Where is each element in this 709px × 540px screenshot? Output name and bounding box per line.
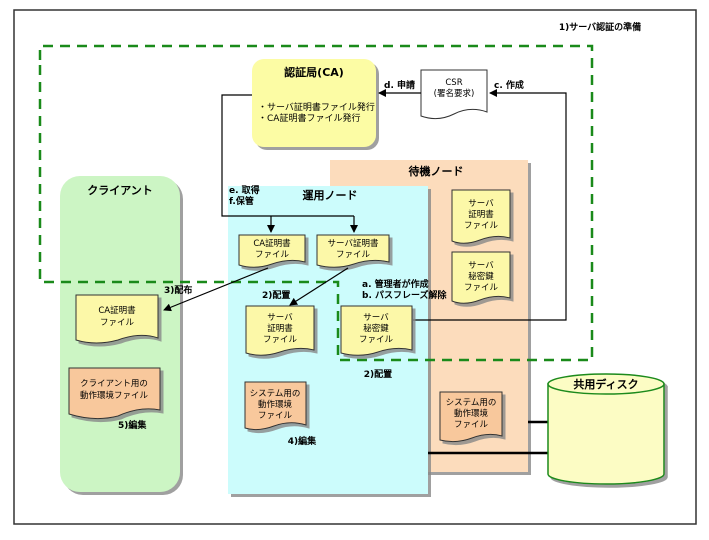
shared-disk (547, 373, 665, 485)
csr-line-2: (署名要求) (434, 88, 475, 99)
step-e-label: e. 取得 (229, 184, 260, 196)
ca-line-1: ・サーバ証明書ファイル発行 (258, 101, 375, 113)
arrow-distribute (163, 267, 269, 312)
active-node-title: 運用ノード (303, 189, 358, 202)
standby-server-key-line-2: 秘密鍵 (468, 271, 494, 282)
standby-server-cert-line-2: 証明書 (468, 209, 494, 220)
active-server-key-line-3: ファイル (359, 335, 394, 345)
client-ca-cert-line-2: ファイル (100, 318, 135, 328)
standby-env-file-line-3: ファイル (454, 420, 489, 430)
ca-title: 認証局(CA) (284, 65, 344, 79)
active-server-cert-doc (245, 305, 315, 356)
step-deploy-2-label: 2)配置 (364, 369, 392, 380)
standby-node-title: 待機ノード (408, 164, 464, 178)
active-server-key-line-2: 秘密鍵 (363, 323, 389, 334)
step-d-label: d. 申請 (384, 79, 415, 91)
standby-server-cert-line-3: ファイル (464, 221, 499, 231)
standby-env-file-doc (439, 391, 503, 443)
standby-server-cert-line-1: サーバ (468, 199, 494, 209)
active-server-cert-top-line-1: サーバ証明書 (328, 238, 379, 249)
active-server-key-line-1: サーバ (363, 313, 389, 323)
ca-line-2: ・CA証明書ファイル発行 (258, 112, 360, 124)
standby-env-file-line-2: 動作環境 (454, 408, 489, 419)
active-ca-cert-doc (238, 234, 306, 268)
standby-server-cert-doc (451, 189, 511, 244)
section-title: 1)サーバ認証の準備 (559, 21, 641, 33)
active-env-file-line-1: システム用の (250, 389, 301, 399)
active-server-cert-top-doc (316, 234, 390, 268)
client-ca-cert-line-1: CA証明書 (98, 305, 136, 316)
acquire-line (221, 94, 354, 217)
standby-server-key-line-1: サーバ (468, 261, 494, 271)
step-f-label: f.保管 (229, 195, 254, 207)
csr-line-1: CSR (445, 78, 462, 88)
step-b-label: b. パスフレーズ解除 (362, 289, 448, 301)
active-env-file-doc (244, 381, 307, 431)
step-distribute-label: 3)配布 (164, 284, 192, 296)
server-auth-prep-region (38, 44, 594, 362)
standby-server-key-line-3: ファイル (464, 283, 499, 293)
arrow-create-csr (413, 89, 567, 321)
step-deploy-1-label: 2)配置 (262, 290, 290, 301)
active-server-cert-top-line-2: ファイル (336, 250, 371, 260)
active-ca-cert-line-2: ファイル (255, 250, 290, 260)
client-title: クライアント (87, 184, 153, 197)
step-edit-4-label: 4)編集 (288, 435, 317, 447)
active-env-file-line-2: 動作環境 (258, 399, 293, 410)
step-edit-5-label: 5)編集 (118, 419, 147, 431)
arrow-deploy-cert (289, 267, 349, 306)
active-env-file-line-3: ファイル (258, 411, 293, 421)
client-env-file-line-1: クライアント用の (80, 379, 148, 389)
standby-env-file-line-1: システム用の (446, 398, 497, 408)
step-c-label: c. 作成 (494, 79, 524, 91)
active-server-cert-line-2: 証明書 (267, 323, 293, 334)
client-ca-cert-doc (75, 294, 159, 344)
shared-disk-title: 共用ディスク (573, 377, 638, 391)
active-server-cert-line-3: ファイル (263, 335, 298, 345)
csr-document (420, 69, 488, 120)
step-a-label: a. 管理者が作成 (362, 278, 429, 290)
standby-server-key-doc (451, 251, 511, 304)
client-env-file-doc (68, 367, 161, 420)
ca-box (252, 59, 376, 147)
client-env-file-line-2: 動作環境ファイル (80, 390, 149, 401)
active-server-cert-line-1: サーバ (267, 313, 293, 323)
active-server-key-doc (340, 305, 413, 356)
active-ca-cert-line-1: CA証明書 (253, 238, 291, 249)
